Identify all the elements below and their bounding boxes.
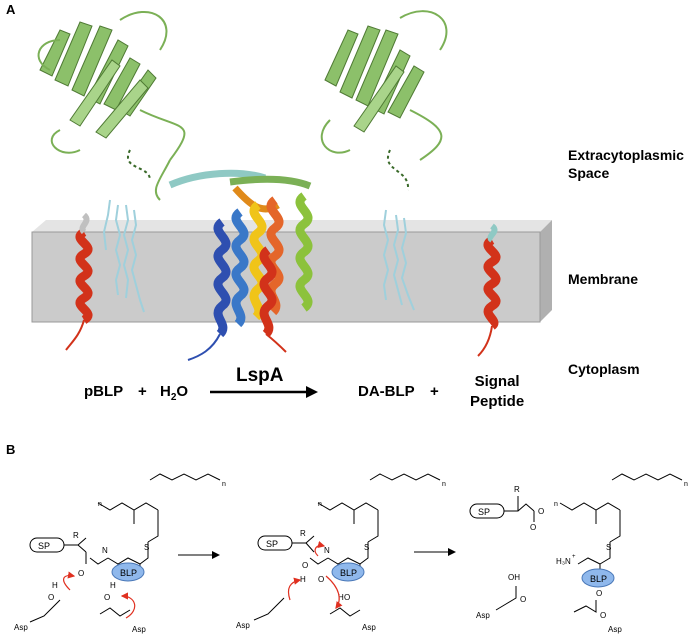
svg-text:n: n	[442, 481, 446, 488]
membrane-slab	[31, 220, 552, 323]
svg-text:BLP: BLP	[120, 568, 137, 578]
enzyme-lspa: LspA	[236, 365, 284, 386]
lspa-protein	[168, 169, 313, 361]
structure-3	[469, 473, 683, 613]
svg-text:Asp: Asp	[236, 621, 250, 630]
svg-text:S: S	[144, 543, 149, 552]
svg-text:OH: OH	[508, 573, 520, 582]
right-lipids	[382, 209, 415, 311]
svg-text:N: N	[102, 546, 108, 555]
plus-sign-1: +	[138, 383, 147, 400]
mechanism-arrow-2	[414, 548, 456, 556]
reactant-water: H2O	[160, 383, 189, 403]
svg-text:Asp: Asp	[132, 625, 146, 634]
right-blp-domain	[324, 25, 425, 133]
extracytoplasmic-label: Extracytoplasmic Space	[568, 147, 684, 181]
svg-text:Asp: Asp	[14, 623, 28, 632]
svg-text:O: O	[318, 575, 324, 584]
svg-text:H: H	[338, 593, 344, 602]
left-blp-domain	[39, 21, 157, 139]
svg-text:O: O	[538, 507, 544, 516]
membrane-label: Membrane	[568, 271, 639, 287]
cytoplasm-label: Cytoplasm	[568, 361, 640, 377]
svg-text:O: O	[104, 593, 110, 602]
svg-text:H₃N: H₃N	[556, 557, 571, 566]
reactant-pblp: pBLP	[84, 383, 124, 400]
svg-text:H: H	[300, 575, 306, 584]
panel-a-letter: A	[6, 2, 16, 17]
mechanism-arrow-1	[178, 551, 220, 559]
panel-b-mechanism: BLP SP R N S O n n Asp Asp H O H O BLP S…	[14, 473, 688, 634]
svg-text:R: R	[514, 485, 520, 494]
svg-text:N: N	[324, 546, 330, 555]
left-tm-helix	[65, 212, 93, 351]
svg-text:O: O	[344, 593, 350, 602]
svg-text:SP: SP	[266, 539, 278, 549]
svg-text:Asp: Asp	[476, 611, 490, 620]
svg-text:H: H	[52, 581, 58, 590]
svg-text:Asp: Asp	[608, 625, 622, 634]
svg-text:O: O	[600, 611, 606, 620]
svg-text:SP: SP	[478, 507, 490, 517]
svg-text:Asp: Asp	[362, 623, 376, 632]
structure-2	[257, 473, 441, 578]
svg-text:O: O	[520, 595, 526, 604]
svg-text:BLP: BLP	[590, 574, 607, 584]
svg-text:O: O	[78, 569, 84, 578]
right-tm-helix	[477, 223, 501, 357]
svg-text:n: n	[318, 501, 322, 508]
svg-text:SP: SP	[38, 541, 50, 551]
svg-text:H: H	[110, 581, 116, 590]
product-da-blp: DA-BLP	[358, 383, 415, 400]
product-signal-peptide: Signal Peptide	[470, 373, 525, 410]
svg-text:R: R	[300, 529, 306, 538]
plus-sign-2: +	[430, 383, 439, 400]
svg-text:R: R	[73, 531, 79, 540]
panel-a-illustration	[31, 10, 552, 398]
svg-text:n: n	[684, 481, 688, 488]
left-lipids	[102, 199, 145, 313]
svg-text:BLP: BLP	[340, 568, 357, 578]
svg-text:O: O	[596, 589, 602, 598]
svg-text:O: O	[302, 561, 308, 570]
svg-text:n: n	[222, 481, 226, 488]
svg-text:S: S	[364, 543, 369, 552]
svg-text:n: n	[98, 501, 102, 508]
svg-text:+: +	[572, 554, 576, 560]
svg-text:O: O	[530, 523, 536, 532]
svg-text:S: S	[606, 543, 611, 552]
svg-text:O: O	[48, 593, 54, 602]
reaction-arrow	[210, 386, 318, 398]
structure-1	[29, 473, 221, 578]
panel-b-letter: B	[6, 442, 16, 457]
svg-text:n: n	[554, 501, 558, 508]
